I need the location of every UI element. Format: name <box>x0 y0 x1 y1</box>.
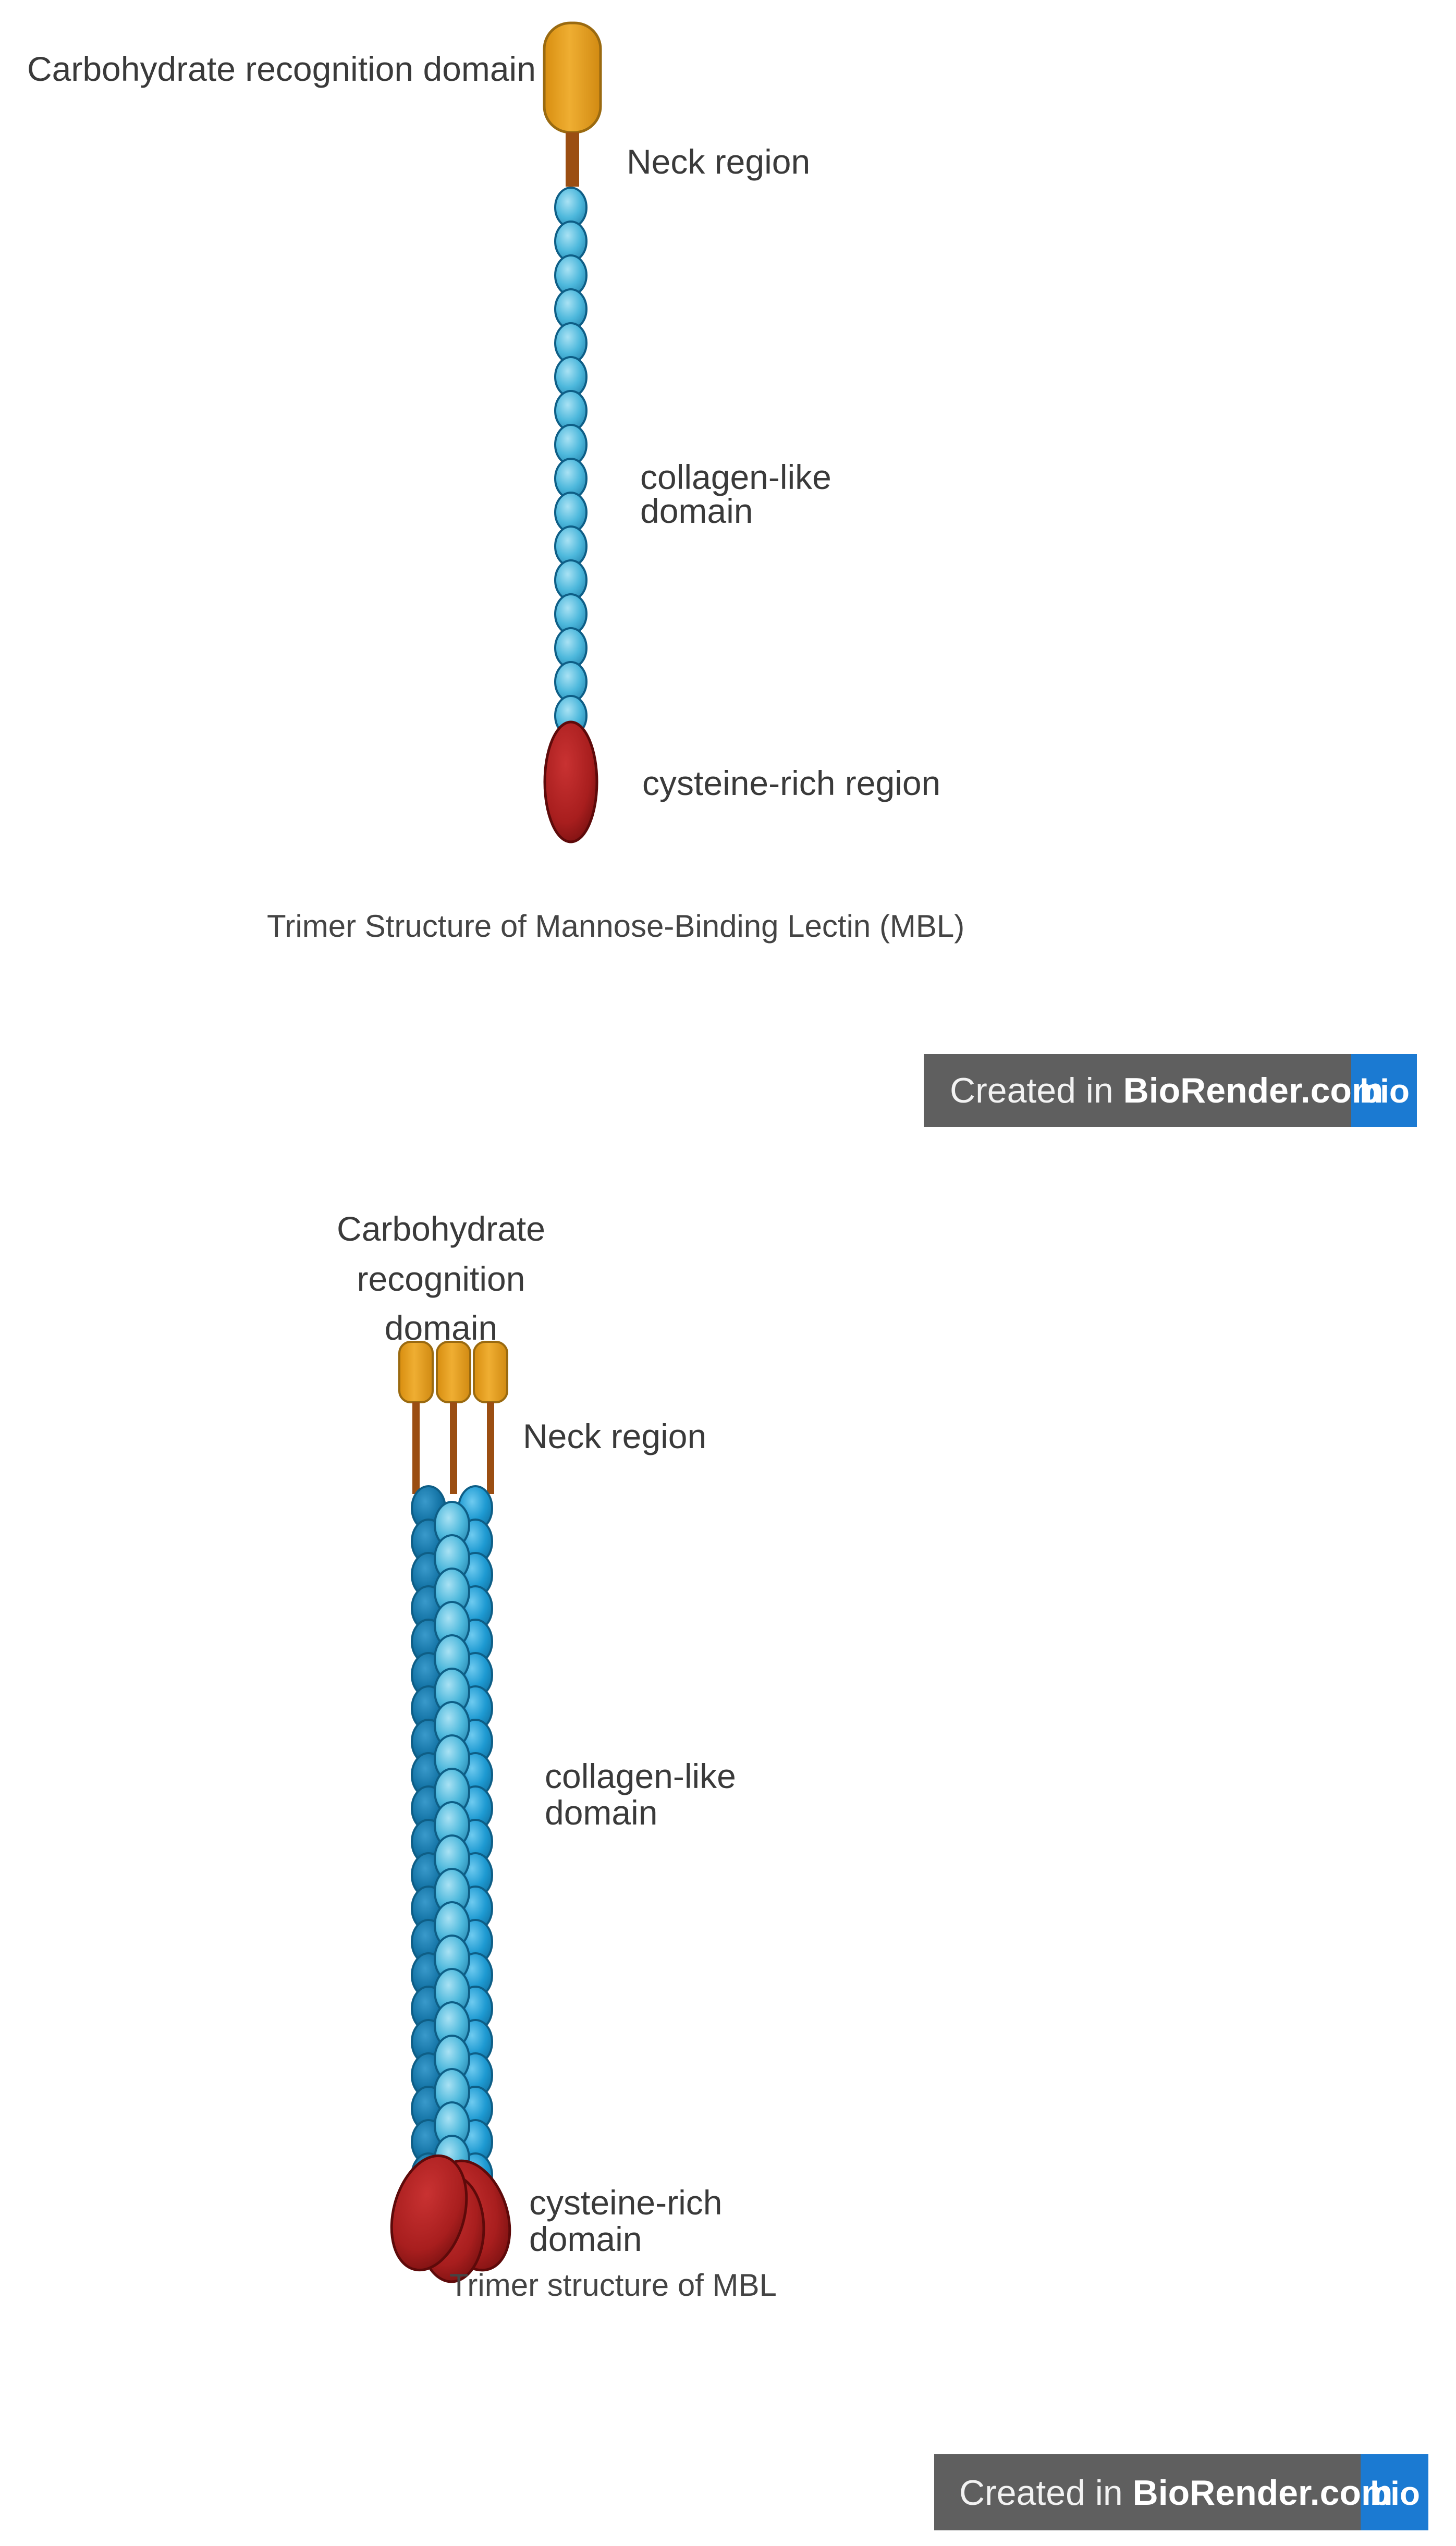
neck-region <box>566 132 579 187</box>
trimer-cysteine-label-line1: cysteine-rich <box>529 2183 722 2222</box>
trimer-caption: Trimer structure of MBL <box>449 2268 777 2303</box>
neck-region <box>487 1402 494 1494</box>
trimer-crd-label-line2: recognition <box>357 1259 525 1298</box>
crd-label: Carbohydrate recognition domain <box>27 50 536 88</box>
trimer-cysteine-label-line2: domain <box>529 2220 642 2258</box>
crd-domain <box>436 1341 471 1403</box>
badge-logo-text: bio <box>1370 2475 1420 2512</box>
badge-brand: BioRender.com <box>1133 2473 1393 2513</box>
badge-text: Created in BioRender.com <box>959 2473 1392 2513</box>
collagen-like-domain <box>554 187 588 737</box>
trimer-neck-regions <box>412 1402 494 1494</box>
trimer-crd-label-line3: domain <box>385 1308 497 1347</box>
neck-region <box>450 1402 457 1494</box>
badge-text: Created in BioRender.com <box>950 1071 1383 1110</box>
badge-brand: BioRender.com <box>1123 1071 1384 1110</box>
mbl-trimer-diagram: Carbohydrate recognition domain Neck reg… <box>337 1209 777 2303</box>
trimer-collagen-label-line1: collagen-like <box>545 1757 736 1795</box>
trimer-crd-domains <box>398 1341 508 1403</box>
badge-prefix: Created in <box>950 1071 1123 1110</box>
badge-logo-text: bio <box>1360 1072 1410 1110</box>
monomer-caption: Trimer Structure of Mannose-Binding Lect… <box>267 909 964 944</box>
mbl-monomer-diagram: Carbohydrate recognition domain Neck reg… <box>27 21 964 944</box>
trimer-crd-label-line1: Carbohydrate <box>337 1209 545 1248</box>
crd-domain <box>543 21 602 134</box>
badge-prefix: Created in <box>959 2473 1133 2513</box>
biorender-badge[interactable]: Created in BioRender.com bio <box>924 1054 1417 1127</box>
trimer-collagen-label-line2: domain <box>545 1793 657 1832</box>
trimer-cysteine-rich-domains <box>390 2154 511 2283</box>
cysteine-rich-region <box>543 720 598 843</box>
collagen-label-line1: collagen-like <box>640 458 831 496</box>
neck-region <box>412 1402 420 1494</box>
cysteine-rich-domain <box>390 2154 468 2272</box>
crd-domain <box>473 1341 508 1403</box>
biorender-badge[interactable]: Created in BioRender.com bio <box>934 2454 1428 2530</box>
trimer-collagen-like-domain <box>411 1485 493 2198</box>
trimer-neck-label: Neck region <box>523 1417 706 1455</box>
cysteine-label: cysteine-rich region <box>642 764 940 802</box>
collagen-label-line2: domain <box>640 492 753 530</box>
biorender-logo <box>1361 2454 1428 2530</box>
biorender-logo <box>1351 1054 1417 1127</box>
neck-label: Neck region <box>627 142 810 181</box>
crd-domain <box>398 1341 434 1403</box>
